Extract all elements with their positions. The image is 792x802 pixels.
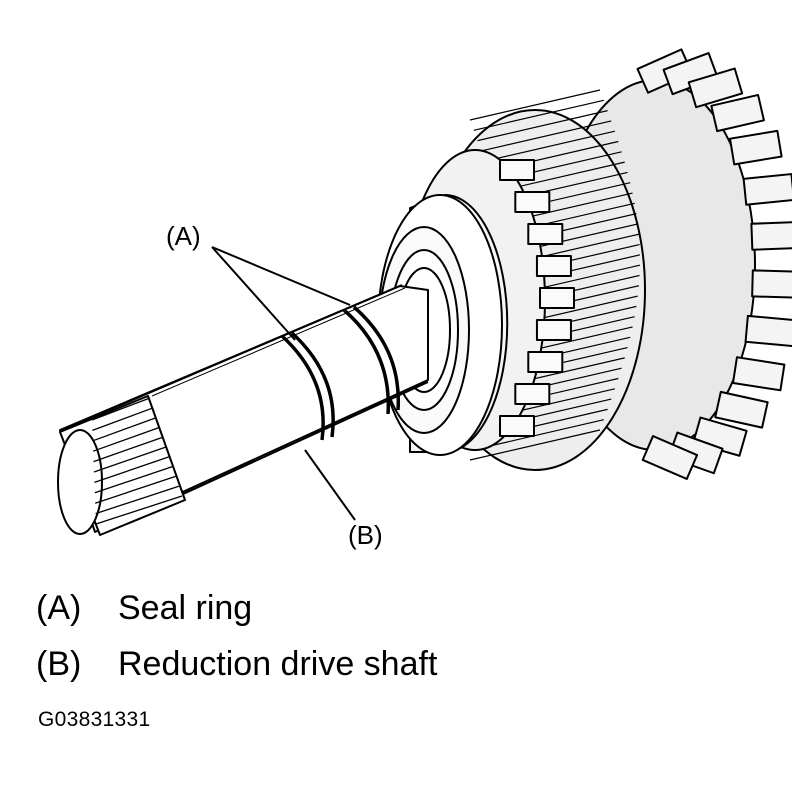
legend-text: Seal ring — [118, 589, 253, 627]
legend-text: Reduction drive shaft — [118, 645, 438, 683]
legend-key: (B) — [36, 645, 82, 683]
spline-icon — [57, 395, 186, 536]
seal-ring-icon — [280, 305, 401, 441]
figure-id: G03831331 — [38, 708, 151, 731]
reduction-drive-shaft-drawing — [57, 48, 792, 536]
legend-item-reduction-drive-shaft: (B) Reduction drive shaft — [36, 647, 437, 681]
legend-key: (A) — [36, 589, 82, 627]
leader-lines — [211, 246, 356, 521]
callout-a: (A) — [166, 221, 201, 251]
legend-item-seal-ring: (A) Seal ring — [36, 591, 252, 625]
callout-b: (B) — [348, 520, 383, 550]
